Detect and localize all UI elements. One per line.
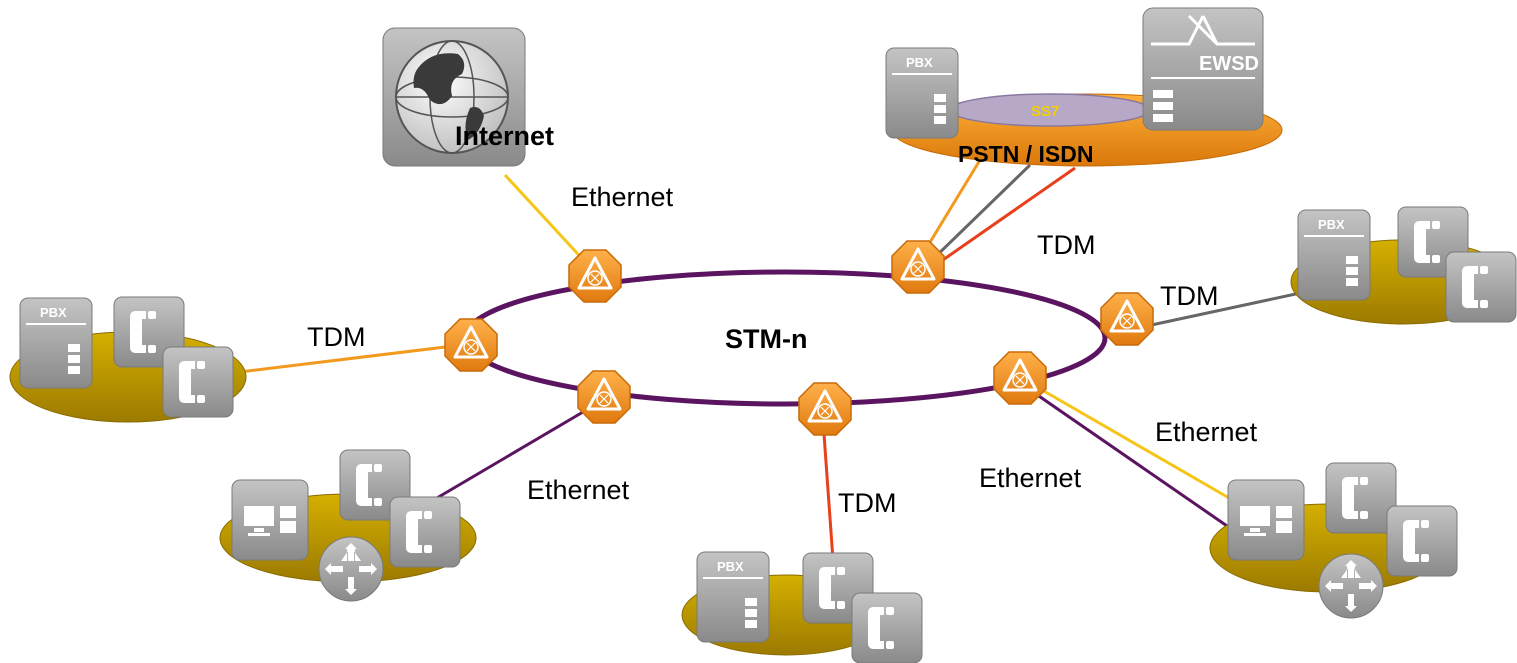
bottom-right-office: [1209, 462, 1458, 619]
pstn-link-red: [939, 166, 1076, 264]
pbx-label: PBX: [40, 305, 67, 320]
computer-icon: [231, 479, 309, 561]
phone-icon: [1445, 251, 1517, 323]
ring-node: [567, 248, 623, 304]
ewsd-label: EWSD: [1199, 53, 1259, 75]
left-pbx-site: PBX: [9, 296, 247, 423]
link-label-left-pbx: TDM: [307, 322, 365, 352]
link-label-bottom-pbx: TDM: [838, 488, 896, 518]
ring-node: [890, 239, 946, 295]
link-label-bottom-right-yellow: Ethernet: [1155, 417, 1258, 447]
router-icon: [318, 536, 384, 602]
bottom-right-link-yellow: [1029, 381, 1237, 504]
right-pbx-site: PBX: [1290, 206, 1517, 325]
pbx-label: PBX: [1318, 217, 1345, 232]
phone-icon: [1325, 462, 1397, 534]
left-pbx-link: [214, 342, 471, 377]
ring-node: [576, 369, 632, 425]
globe-icon: [395, 40, 509, 154]
ring-node: [1099, 291, 1155, 347]
ring-node: [797, 381, 853, 437]
phone-icon: [389, 496, 461, 568]
computer-icon: [1227, 479, 1305, 561]
ring-node: [443, 317, 499, 373]
phone-icon: [1386, 505, 1458, 577]
internet-link: [503, 173, 590, 267]
link-label-bottom-right-purple: Ethernet: [979, 463, 1082, 493]
bottom-left-office: [219, 449, 477, 602]
link-label-internet: Ethernet: [571, 182, 674, 212]
bottom-right-link-purple: [1019, 381, 1231, 530]
pbx-label: PBX: [717, 559, 744, 574]
bottom-pbx-site: PBX: [681, 551, 923, 663]
links: [214, 159, 1306, 561]
ewsd-switch: EWSD: [1142, 7, 1264, 131]
internet-cloud: Internet: [382, 27, 554, 167]
pbx-device: PBX: [19, 297, 93, 389]
link-label-pstn: TDM: [1037, 230, 1095, 260]
internet-label: Internet: [455, 121, 554, 151]
link-label-bottom-left: Ethernet: [527, 475, 630, 505]
bottom-left-link: [424, 400, 601, 507]
pbx-label: PBX: [906, 55, 933, 70]
ring-label: STM-n: [725, 324, 807, 354]
right-pbx-link: [1127, 290, 1306, 332]
pstn-pbx: PBX: [885, 47, 959, 139]
phone-icon: [162, 346, 234, 418]
pbx-device: PBX: [1297, 209, 1371, 301]
pstn-label: PSTN / ISDN: [958, 141, 1093, 167]
pstn-site: SS7 PBX EWSD PSTN / ISDN: [885, 7, 1283, 167]
link-label-right-pbx: TDM: [1160, 281, 1218, 311]
pbx-device: PBX: [696, 551, 770, 643]
ss7-label: SS7: [1031, 103, 1059, 120]
pstn-link-gray: [928, 163, 1032, 264]
ring-node: [992, 350, 1048, 406]
phone-icon: [851, 592, 923, 663]
bottom-pbx-link: [821, 419, 835, 561]
router-icon: [1318, 553, 1384, 619]
